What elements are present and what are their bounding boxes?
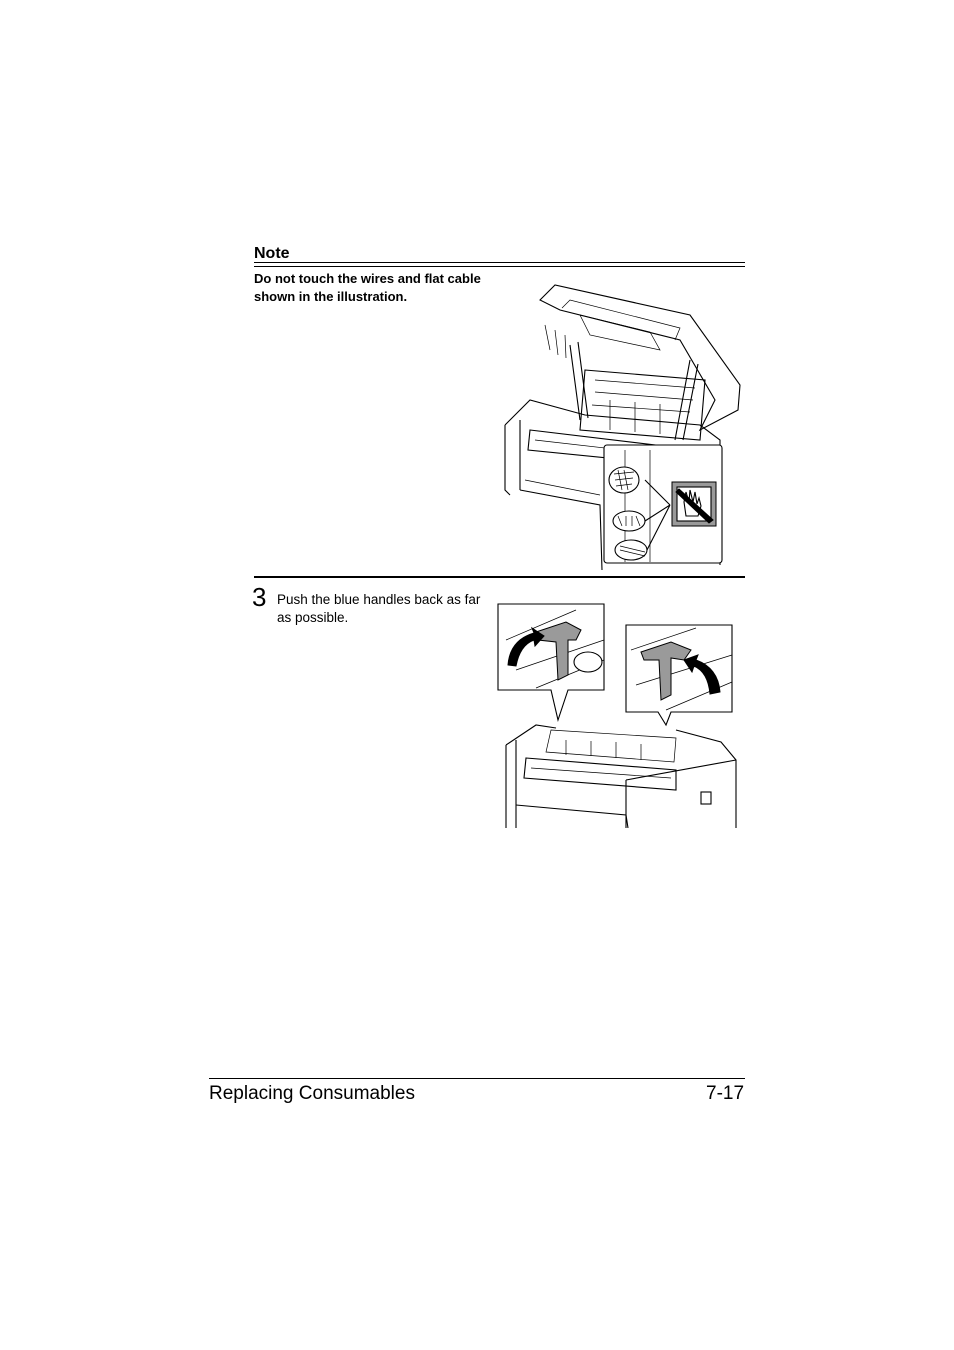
step-rule [254,576,745,578]
note-heading: Note [254,245,290,262]
footer-section-title: Replacing Consumables [209,1083,415,1104]
blue-handles-illustration [497,603,737,828]
footer-page-number: 7-17 [706,1083,745,1104]
step-number: 3 [252,582,267,612]
footer-rule [209,1078,745,1079]
note-rule-top [254,262,745,263]
note-rule-bottom [254,266,745,267]
printer-open-cover-illustration [504,284,741,570]
step-text: Push the blue handles back as far as pos… [277,592,481,625]
note-text: Do not touch the wires and flat cable sh… [254,271,481,304]
